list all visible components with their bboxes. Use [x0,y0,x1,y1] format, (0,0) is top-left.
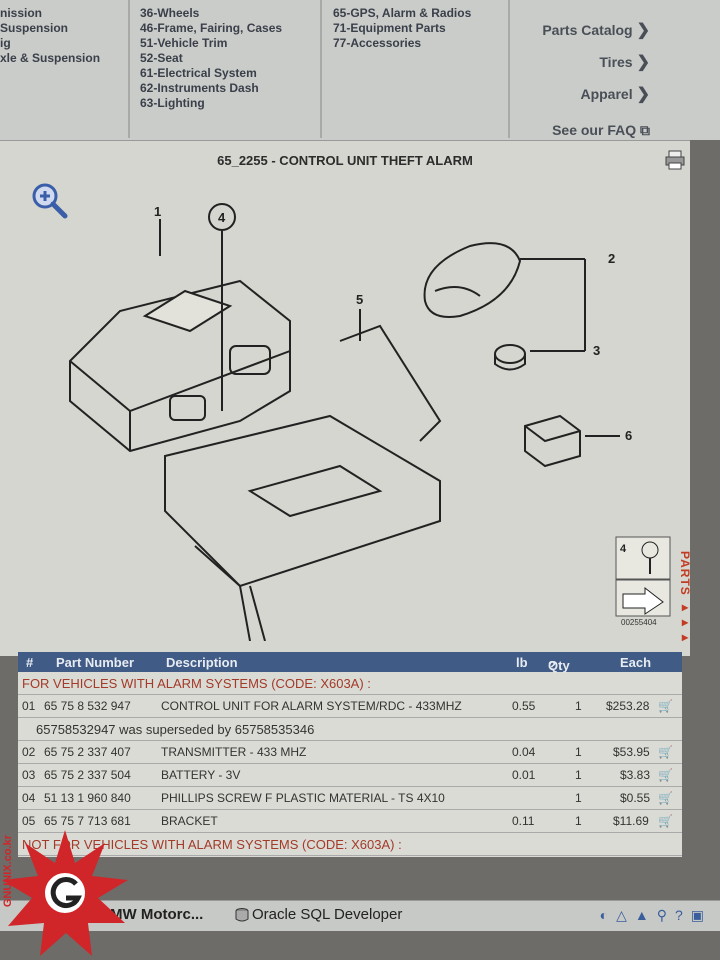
table-row[interactable]: 02 65 75 2 337 407 TRANSMITTER - 433 MHZ… [18,741,682,764]
col-header-part: Part Number [56,655,135,670]
nav-divider [320,0,322,138]
nav-link[interactable]: 62-Instruments Dash [140,81,259,95]
database-icon [235,908,249,922]
nav-link[interactable]: 65-GPS, Alarm & Radios [333,6,472,20]
print-icon[interactable] [664,149,686,171]
table-row[interactable]: 04 51 13 1 960 840 PHILLIPS SCREW F PLAS… [18,787,682,810]
table-row[interactable]: 01 65 75 8 532 947 CONTROL UNIT FOR ALAR… [18,695,682,718]
diagram-title: 65_2255 - CONTROL UNIT THEFT ALARM [217,153,473,168]
col-header-num: # [26,655,34,670]
parts-catalog-link[interactable]: Parts Catalog❯ [542,22,650,39]
reference-thumbnail[interactable]: 4 [615,536,671,621]
diagram-reference-id: 00255404 [621,618,657,627]
bracket-drawing [164,414,441,588]
battery-drawing [494,344,526,364]
nav-divider [128,0,130,138]
system-tray[interactable]: ◐△▲⚲?▣ [599,907,712,923]
diagram-panel: 65_2255 - CONTROL UNIT THEFT ALARM [0,140,692,656]
add-to-cart-icon[interactable]: 🛒 [658,745,673,759]
callout-6: 6 [625,428,632,443]
quick-links: Parts Catalog❯ Tires❯ Apparel❯ See our F… [542,20,650,151]
add-to-cart-icon[interactable]: 🛒 [658,768,673,782]
section-row: FOR VEHICLES WITH ALARM SYSTEMS (CODE: X… [18,672,682,695]
nav-link[interactable]: 51-Vehicle Trim [140,36,228,50]
table-row[interactable]: 03 65 75 2 337 504 BATTERY - 3V 0.01 1 $… [18,764,682,787]
nav-link[interactable]: 46-Frame, Fairing, Cases [140,21,283,35]
nav-column-2: 36-Wheels 46-Frame, Fairing, Cases 51-Ve… [140,6,282,111]
parts-diagram: 1 2 3 4 5 6 [69,203,632,641]
control-unit-drawing [69,279,291,453]
callout-2: 2 [608,251,615,266]
nav-link[interactable]: Suspension [0,21,69,35]
table-row[interactable]: 05 65 75 7 713 681 BRACKET 0.11 1 $11.69… [18,810,682,833]
add-to-cart-icon[interactable]: 🛒 [658,791,673,805]
add-to-cart-icon[interactable]: 🛒 [658,699,673,713]
chevron-right-icon: ❯ [636,86,650,103]
taskbar-item-motorcycle[interactable]: MW Motorc... [110,906,204,923]
nav-link[interactable]: 63-Lighting [140,96,205,110]
nav-link[interactable]: nission [0,6,43,20]
transmitter-drawing [423,242,522,318]
callout-1: 1 [154,204,161,219]
callout-5: 5 [356,292,363,307]
nav-link[interactable]: 71-Equipment Parts [333,21,446,35]
nav-link[interactable]: 61-Electrical System [140,66,257,80]
parts-table: # Part Number Description lb Qty ? Each … [18,652,682,857]
faq-link[interactable]: See our FAQ ⧉ [552,122,650,138]
help-icon[interactable]: ? [548,658,556,673]
table-header: # Part Number Description lb Qty ? Each [18,652,682,673]
watermark-logo [2,830,128,956]
nav-column-1: nission Suspension ig xle & Suspension [0,6,125,66]
apparel-link[interactable]: Apparel❯ [580,86,650,103]
section-row: NOT FOR VEHICLES WITH ALARM SYSTEMS (COD… [18,833,682,856]
chevron-right-icon: ❯ [636,54,650,71]
nav-link[interactable]: 77-Accessories [333,36,422,50]
add-to-cart-icon[interactable]: 🛒 [658,814,673,828]
nav-link[interactable]: 52-Seat [140,51,183,65]
watermark-text: GNUNIX.co.kr [2,835,14,908]
nav-link[interactable]: xle & Suspension [0,51,101,65]
callout-4: 4 [218,210,226,225]
taskbar-item-sql-developer[interactable]: Oracle SQL Developer [252,906,403,923]
category-nav: nission Suspension ig xle & Suspension 3… [0,0,720,140]
tires-link[interactable]: Tires❯ [599,54,650,71]
zoom-in-icon[interactable] [30,181,70,221]
chevron-right-icon: ❯ [636,22,650,39]
nav-link[interactable]: 36-Wheels [140,6,200,20]
col-header-desc: Description [166,655,238,670]
external-link-icon: ⧉ [640,122,650,138]
col-header-each: Each [620,655,652,670]
supersede-note-row: 65758532947 was superseded by 6575853534… [18,718,682,741]
nav-column-3: 65-GPS, Alarm & Radios 71-Equipment Part… [333,6,471,51]
ref-callout: 4 [620,543,627,555]
callout-3: 3 [593,343,600,358]
col-header-lb: lb [516,655,528,670]
parts-tab[interactable]: PARTS ▸▸▸ [678,551,692,646]
taskbar: MW Motorc... Oracle SQL Developer ◐△▲⚲?▣ [0,900,720,931]
nav-link[interactable]: ig [0,36,11,50]
nav-divider [508,0,510,138]
bracket-clip-drawing [524,414,581,468]
